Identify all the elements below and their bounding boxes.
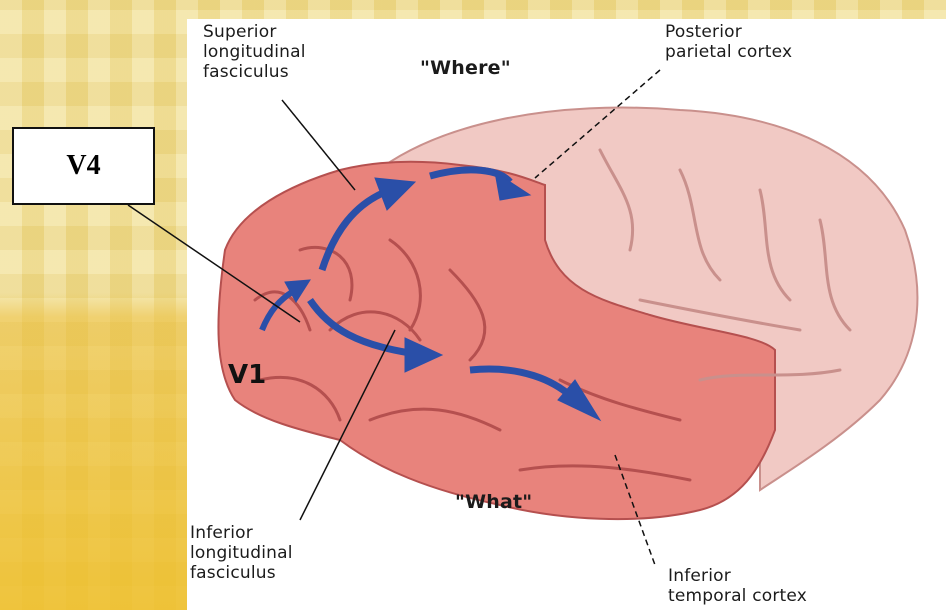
inferior-longitudinal-fasciculus-label: Inferior longitudinal fasciculus [190, 523, 293, 583]
inferior-temporal-cortex-label: Inferior temporal cortex [668, 566, 807, 606]
v4-label: V4 [66, 150, 100, 182]
where-label: "Where" [420, 58, 511, 78]
v1-label: V1 [228, 360, 266, 390]
superior-longitudinal-fasciculus-label: Superior longitudinal fasciculus [203, 22, 306, 82]
posterior-parietal-cortex-label: Posterior parietal cortex [665, 22, 792, 62]
v4-label-box: V4 [12, 127, 155, 205]
what-label: "What" [455, 492, 532, 512]
